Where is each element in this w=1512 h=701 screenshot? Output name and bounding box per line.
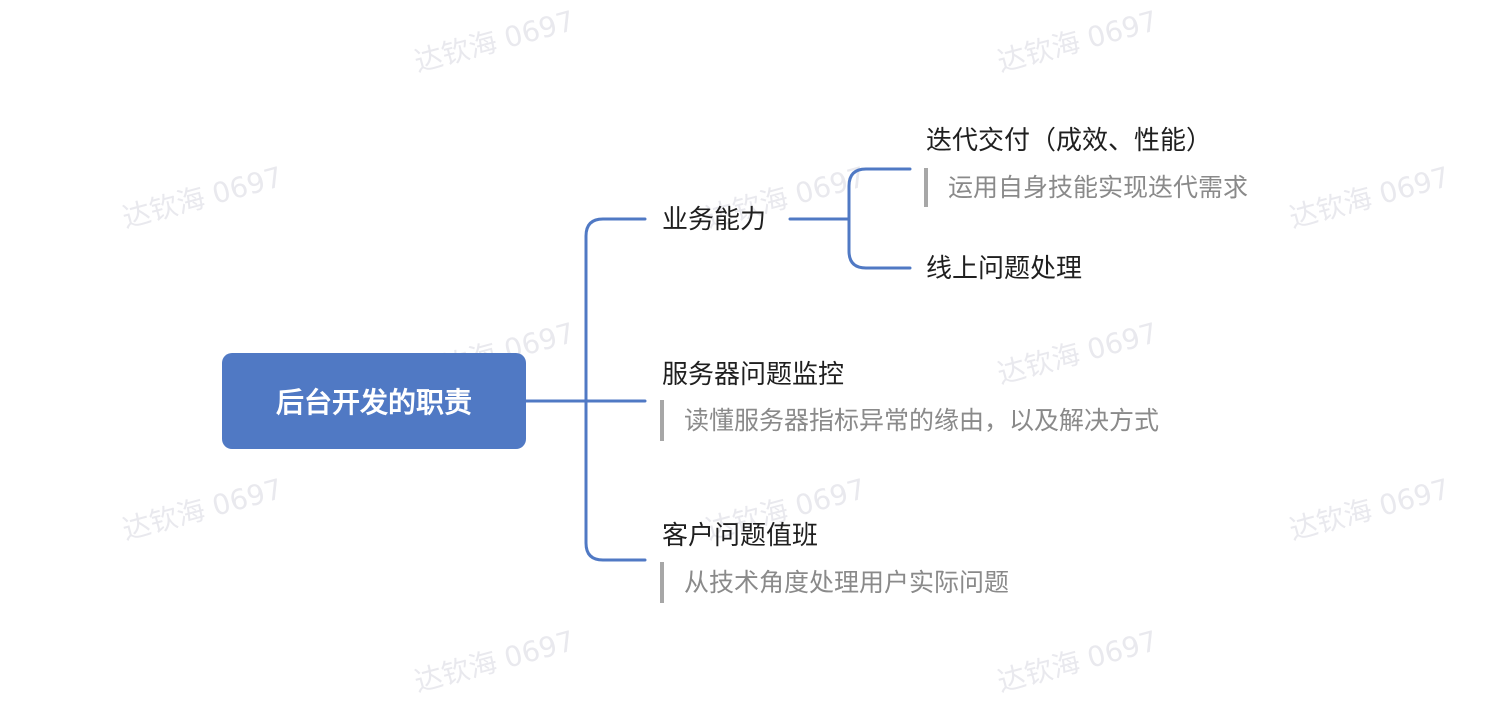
node-business-capability[interactable]: 业务能力 xyxy=(662,205,767,235)
connector-business-children xyxy=(847,167,912,270)
node-online-issue-handling[interactable]: 线上问题处理 xyxy=(926,254,1083,284)
note-iterative-delivery: 运用自身技能实现迭代需求 xyxy=(924,168,1248,207)
node-customer-duty[interactable]: 客户问题值班 xyxy=(662,521,819,551)
root-node[interactable]: 后台开发的职责 xyxy=(222,353,526,449)
note-customer-duty: 从技术角度处理用户实际问题 xyxy=(660,562,1009,603)
node-server-monitoring[interactable]: 服务器问题监控 xyxy=(662,360,845,390)
note-server-monitoring: 读懂服务器指标异常的缘由，以及解决方式 xyxy=(660,400,1159,441)
node-iterative-delivery[interactable]: 迭代交付（成效、性能） xyxy=(926,126,1213,156)
connector-trunk xyxy=(584,217,647,562)
